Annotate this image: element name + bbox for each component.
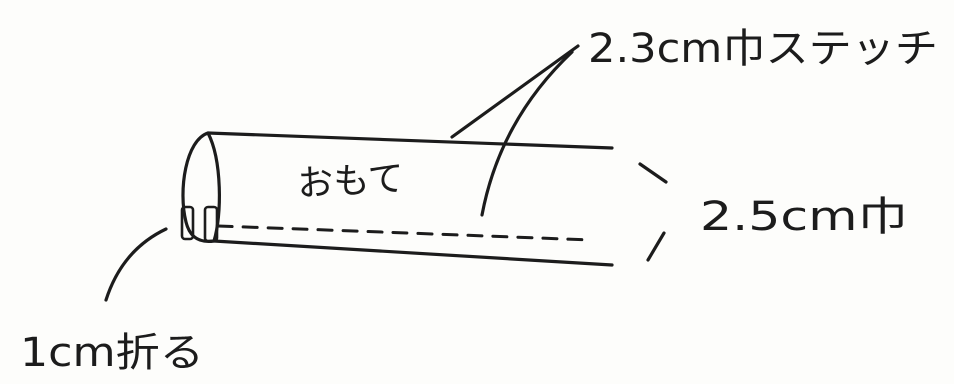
fold-leader (104, 227, 168, 302)
tube-break-mark-bottom (646, 231, 666, 262)
tube-top-edge (206, 131, 614, 150)
tube-drawing (180, 131, 668, 267)
stitch-width-label: 2.3cm巾ステッチ (588, 26, 938, 72)
stitch-leader-stitch (480, 50, 574, 217)
tube-bottom-edge (212, 239, 614, 267)
tube-end-ellipse (181, 131, 221, 244)
stitch-leader-top (450, 44, 580, 139)
tube-break-mark-top (638, 162, 668, 184)
stitch-line (216, 224, 592, 242)
fold-tab-right (203, 205, 219, 243)
tube-width-label: 2.5cm巾 (700, 194, 908, 240)
fold-label: 1cm折る (20, 330, 204, 376)
leader-lines (104, 44, 580, 302)
fold-tab-left (180, 205, 195, 241)
face-label: おもて (296, 158, 405, 205)
